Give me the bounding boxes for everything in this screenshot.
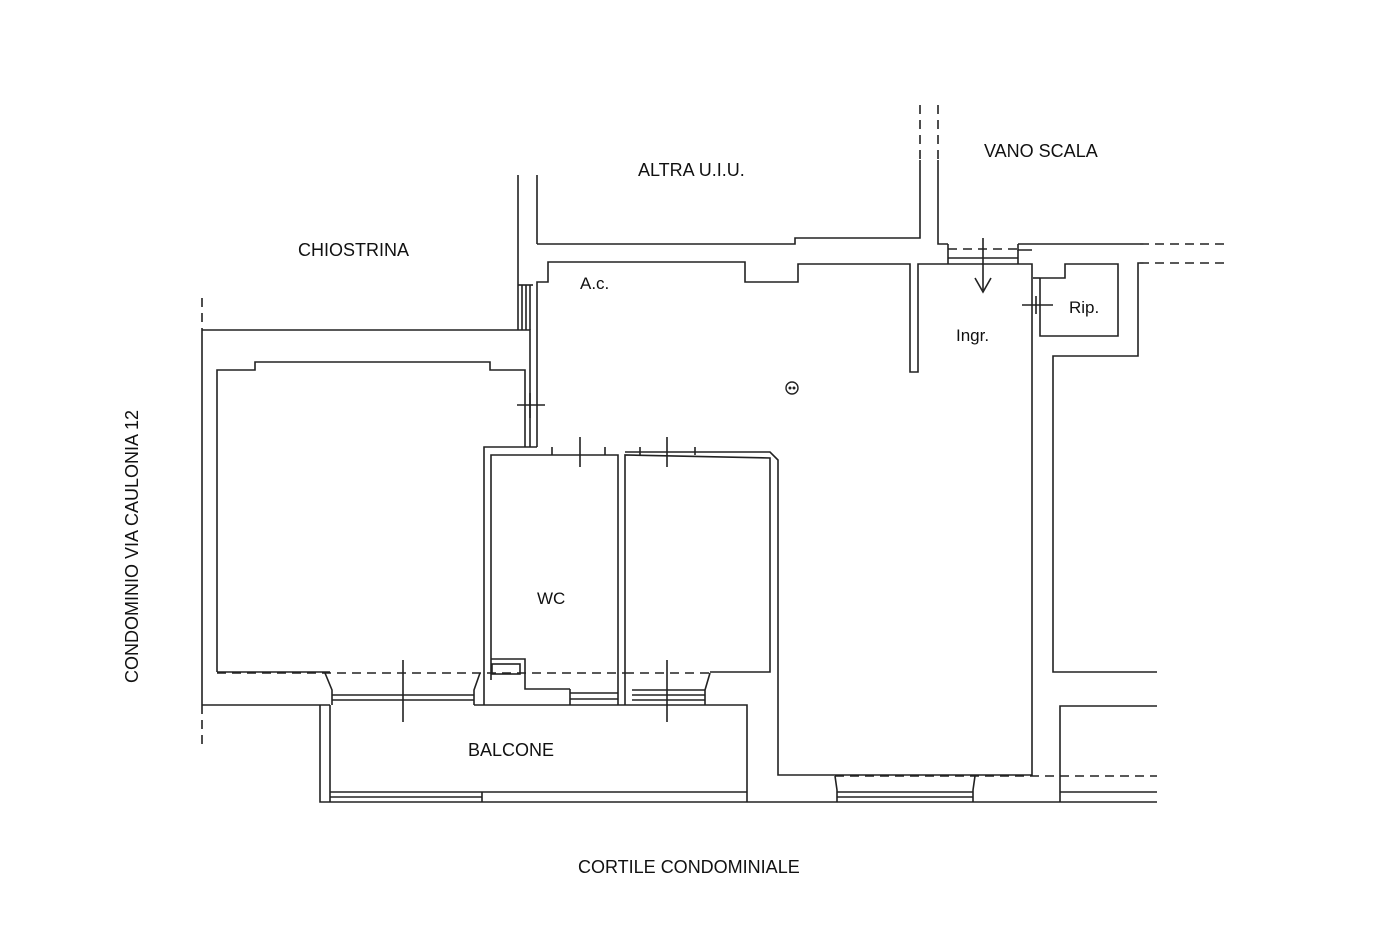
label-vano-scala: VANO SCALA [984, 141, 1098, 161]
label-cortile: CORTILE CONDOMINIALE [578, 857, 800, 877]
label-altra-uiu: ALTRA U.I.U. [638, 160, 745, 180]
label-ac: A.c. [580, 274, 609, 293]
label-balcone: BALCONE [468, 740, 554, 760]
walls [201, 105, 1228, 803]
label-condominio: CONDOMINIO VIA CAULONIA 12 [122, 410, 142, 683]
light-point-icon [785, 381, 799, 395]
label-wc: WC [537, 589, 565, 608]
label-chiostrina: CHIOSTRINA [298, 240, 409, 260]
label-ingr: Ingr. [956, 326, 989, 345]
label-rip: Rip. [1069, 298, 1099, 317]
